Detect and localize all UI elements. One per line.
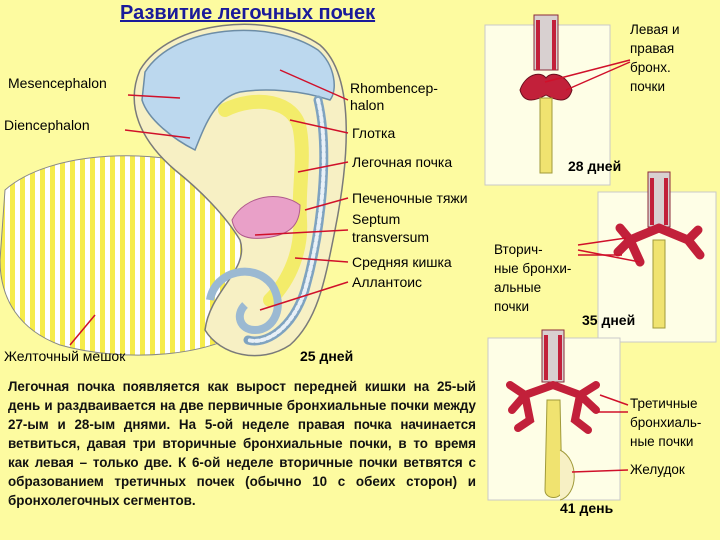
leader-septum: [254, 229, 349, 236]
label-stomach: Желудок: [630, 462, 685, 477]
leader-secondary-1: [577, 237, 627, 246]
leader-left-right-buds-1: [544, 59, 631, 83]
stomach-bulge: [559, 449, 575, 501]
leader-left-right-buds-2: [565, 61, 631, 91]
label-mesencephalon: Mesencephalon: [8, 75, 107, 91]
leader-stomach: [571, 469, 629, 473]
day-label-25: 25 дней: [300, 348, 354, 364]
label-secondary-line-2: ные бронхи-: [494, 261, 572, 276]
bronchial-tree-41-days: [487, 329, 621, 501]
leader-lines-right: [544, 59, 641, 473]
leader-rhombencephalon: [279, 69, 349, 101]
label-bronchial-buds-line-1: Левая и: [630, 22, 680, 37]
label-tertiary-buds: Третичные бронхиаль- ные почки: [630, 394, 701, 451]
leader-diencephalon: [124, 129, 191, 139]
label-pharynx: Глотка: [352, 125, 396, 141]
day-label-28: 28 дней: [568, 158, 622, 174]
leader-pharynx: [289, 119, 349, 134]
label-allantois: Аллантоис: [352, 274, 423, 290]
leader-lines-embryo: [69, 69, 349, 346]
leader-allantois: [259, 281, 349, 311]
label-liver-cords: Печеночные тяжи: [352, 190, 468, 206]
label-septum-1: Septum: [352, 211, 401, 227]
label-secondary-buds: Вторич- ные бронхи- альные почки: [494, 240, 571, 316]
label-tertiary-line-1: Третичные: [630, 396, 698, 411]
leader-midgut: [294, 257, 349, 263]
bronchial-tree-35-days: [597, 171, 717, 343]
allantois-coil: [206, 267, 282, 335]
label-rhombencephalon-2: halon: [350, 97, 385, 113]
brain-region: [141, 29, 335, 152]
bronchial-tree-28-days: [484, 14, 611, 186]
label-yolk-sac: Желточный мешок: [4, 348, 126, 364]
leader-secondary-2: [577, 249, 641, 263]
neural-tube-inner: [246, 98, 326, 343]
label-tertiary-line-3: ные почки: [630, 434, 694, 449]
leader-tertiary-1: [599, 394, 629, 406]
label-secondary-line-3: альные: [494, 280, 542, 295]
day-label-41: 41 день: [560, 500, 614, 516]
label-bronchial-buds-line-3: бронх.: [630, 60, 671, 75]
description-paragraph: Легочная почка появляется как вырост пер…: [8, 379, 476, 508]
lung-bud-pink: [231, 196, 301, 239]
label-rhombencephalon-1: Rhombencep-: [350, 80, 438, 96]
label-bronchial-buds: Левая и правая бронх. почки: [630, 20, 680, 96]
leader-lung-bud: [297, 161, 349, 173]
day-label-35: 35 дней: [582, 312, 636, 328]
bud-branches-41: [506, 381, 600, 434]
bud-pair-28: [519, 73, 573, 101]
leader-mesencephalon: [127, 94, 181, 99]
leader-yolk-sac: [69, 314, 96, 346]
bud-branches-35: [613, 223, 705, 267]
embryo-25-days: [0, 23, 347, 357]
label-diencephalon: Diencephalon: [4, 117, 90, 133]
label-bronchial-buds-line-4: почки: [630, 79, 666, 94]
label-secondary-line-4: почки: [494, 299, 530, 314]
label-septum-2: transversum: [352, 229, 430, 245]
page-title: Развитие легочных почек: [120, 2, 376, 24]
foregut: [218, 94, 309, 307]
leader-liver-cords: [304, 197, 349, 211]
label-midgut: Средняя кишка: [352, 254, 452, 270]
label-tertiary-line-2: бронхиаль-: [630, 415, 702, 430]
label-secondary-line-1: Вторич-: [494, 242, 543, 257]
label-lung-bud: Легочная почка: [352, 154, 453, 170]
label-bronchial-buds-line-2: правая: [630, 41, 675, 56]
